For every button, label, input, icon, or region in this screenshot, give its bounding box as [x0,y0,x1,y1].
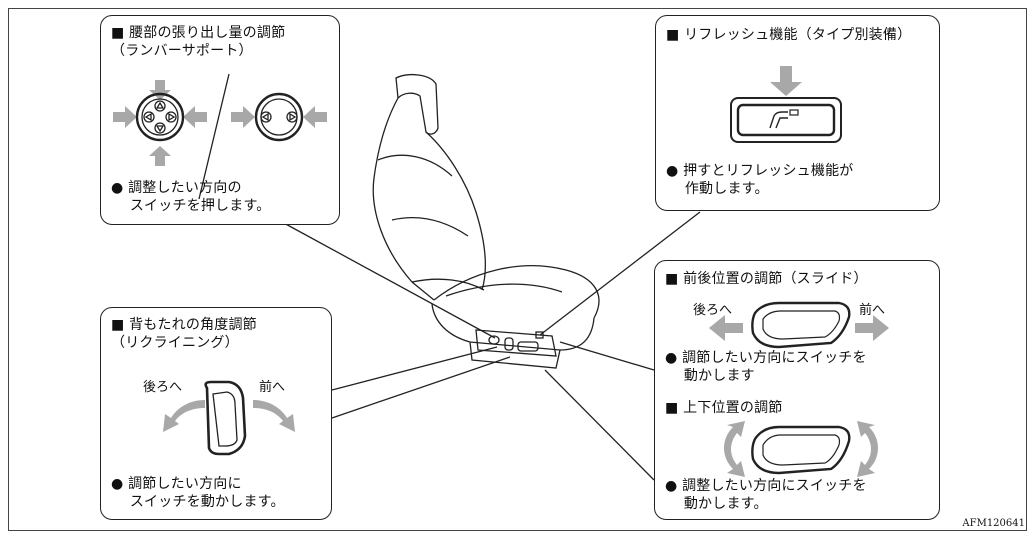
leader-line-lumbar [281,221,496,339]
lumbar-switch-diagram [113,73,327,200]
arrow-left-icon [183,106,207,128]
slide-note: ● 調節したい方向にスイッチを 動かします [665,350,867,384]
arrow-left-icon-2 [303,106,327,128]
slide-title: ■ 前後位置の調節（スライド） [665,271,868,287]
recline-forward-arrow-icon [253,400,295,432]
recline-forward-label: 前へ [259,380,286,395]
height-title: ■ 上下位置の調節 [665,400,783,416]
leader-line-refresh [539,211,701,336]
arrow-right-icon-2 [231,106,255,128]
leader-line-recline-bottom [331,356,511,419]
height-left-arrow-icon [724,421,745,477]
slide-forward-label: 前へ [859,303,886,318]
recline-note: ● 調節したい方向に スイッチを動かします。 [111,476,285,510]
leader-line-height [544,369,655,481]
leader-line-recline-top [331,346,498,391]
recline-title: ■ 背もたれの角度調節 （リクライニング） [111,317,257,351]
recline-back-label: 後ろへ [143,380,183,395]
refresh-function-title: ■ リフレッシュ機能（タイプ別装備） [666,27,912,43]
slide-forward-arrow-icon [855,315,889,341]
recline-callout: ■ 背もたれの角度調節 （リクライニング） 後ろへ 前へ ● 調節したい方向に … [100,307,332,520]
refresh-switch-diagram [730,66,842,143]
slide-height-switch-diagram [709,301,889,477]
height-right-arrow-icon [857,421,878,477]
refresh-function-note: ● 押すとリフレッシュ機能が 作動します。 [666,163,854,197]
seat-massage-icon [769,111,788,129]
figure-code: AFM120641 [962,518,1025,529]
arrow-up-icon [149,146,171,166]
lumbar-support-note: ● 調整したい方向の スイッチを押します。 [111,180,271,214]
divider-line [198,73,230,200]
leader-line-slide [559,341,655,371]
slide-back-label: 後ろへ [693,303,733,318]
press-arrow-icon [770,66,802,96]
refresh-function-callout: ■ リフレッシュ機能（タイプ別装備） ● 押すとリフレッシュ機能が 作動します。 [655,15,940,211]
lumbar-support-title: ■ 腰部の張り出し量の調節 （ランバーサポート） [111,25,286,59]
figure-frame [8,8,1027,531]
height-note: ● 調整したい方向にスイッチを 動かします。 [665,478,867,512]
lumbar-support-callout: ■ 腰部の張り出し量の調節 （ランバーサポート） ● 調整したい方向の スイッチ… [100,15,340,225]
recline-back-arrow-icon [163,400,205,432]
slide-back-arrow-icon [709,315,743,341]
slide-height-callout: ■ 前後位置の調節（スライド） 後ろへ 前へ ● 調節したい方向にスイッチを 動… [654,260,940,520]
arrow-down-icon [149,80,171,100]
recline-switch-diagram [163,380,295,456]
arrow-right-icon [113,106,137,128]
